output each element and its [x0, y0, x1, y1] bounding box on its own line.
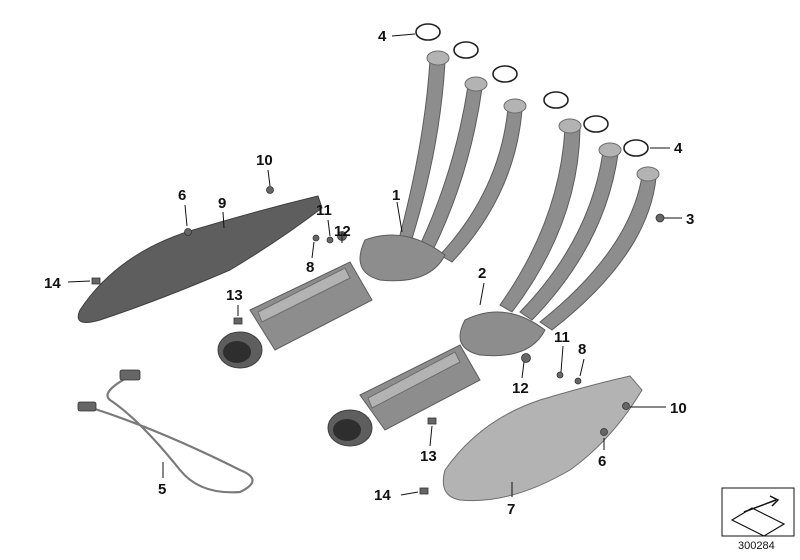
reference-number: 300284 [738, 540, 775, 552]
small-hardware [91, 186, 665, 495]
callout-6-right: 6 [598, 453, 606, 470]
orientation-icon [721, 487, 795, 537]
callout-13-left: 13 [226, 287, 243, 304]
oxygen-sensor-cable [77, 369, 254, 494]
callout-14-left: 14 [44, 275, 61, 292]
callout-11-right: 11 [554, 329, 570, 346]
callout-1: 1 [392, 187, 400, 204]
callout-8-right: 8 [578, 341, 586, 358]
callout-4-right: 4 [674, 140, 683, 157]
callout-3: 3 [686, 211, 694, 228]
callout-6-left: 6 [178, 187, 186, 204]
exhaust-manifold-2 [327, 118, 660, 447]
heat-shield-right [442, 375, 643, 502]
callout-14-right: 14 [374, 487, 391, 504]
callout-11-left: 11 [316, 202, 332, 219]
callouts: 1 2 3 4 4 5 6 6 7 8 8 9 10 10 11 11 12 1… [44, 28, 694, 518]
callout-9: 9 [218, 195, 226, 212]
callout-10-right: 10 [670, 400, 687, 417]
gaskets [415, 23, 649, 157]
heat-shield-left [77, 195, 323, 323]
callout-7: 7 [507, 501, 515, 518]
exhaust-manifold-1 [217, 50, 527, 369]
leader-lines [67, 33, 682, 497]
callout-12-left: 12 [334, 223, 351, 240]
callout-5: 5 [158, 481, 166, 498]
callout-2: 2 [478, 265, 486, 282]
callout-10-left: 10 [256, 152, 273, 169]
callout-8-left: 8 [306, 259, 314, 276]
callout-4-top: 4 [378, 28, 387, 45]
callout-13-right: 13 [420, 448, 437, 465]
callout-12-right: 12 [512, 380, 529, 397]
